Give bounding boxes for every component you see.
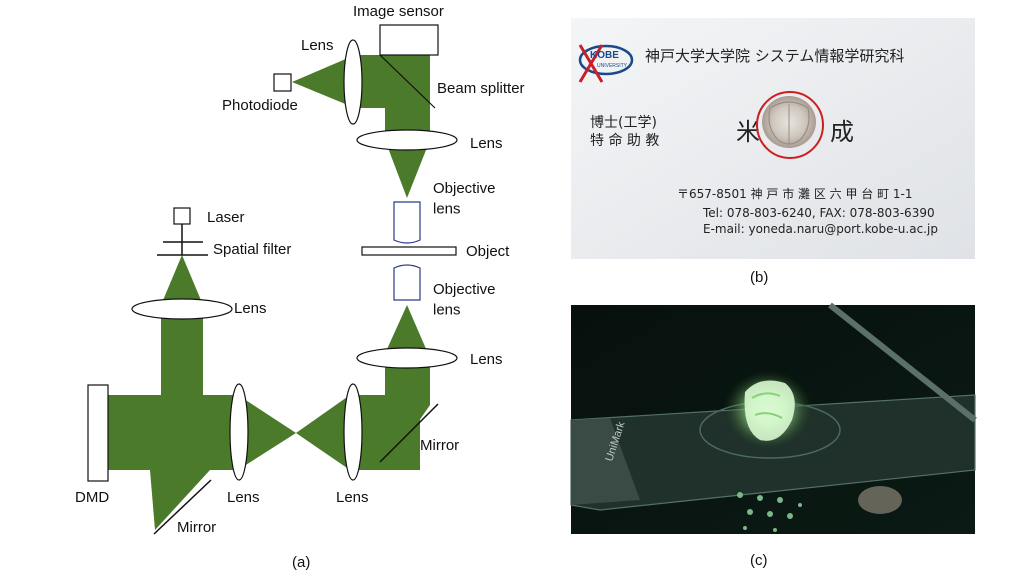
- lens-bottom-1: [229, 383, 249, 481]
- label-lens-top: Lens: [301, 37, 334, 54]
- reflection-spots: [737, 492, 802, 532]
- lens-bottom-2: [343, 383, 363, 481]
- business-card-photo: KOBE UNIVERSITY 神戸大学大学院 システム情報学研究科 博士(工学…: [571, 18, 975, 286]
- photodiode: [273, 73, 292, 92]
- label-photodiode: Photodiode: [222, 97, 298, 114]
- beam-objective-cone-upper: [385, 140, 430, 198]
- label-spatial-filter: Spatial filter: [213, 241, 291, 258]
- logo-subtext: UNIVERSITY: [597, 63, 628, 69]
- label-laser: Laser: [207, 209, 245, 226]
- image-sensor: [379, 24, 439, 56]
- background-object: [858, 486, 902, 514]
- logo-text: KOBE: [590, 50, 619, 61]
- beam-dmd-block: [108, 395, 238, 470]
- beam-laser-cone: [161, 255, 203, 305]
- beam-right-vertical: [385, 358, 430, 470]
- label-beam-splitter: Beam splitter: [437, 80, 525, 97]
- laser: [173, 207, 191, 225]
- beam-photodiode-connector: [355, 55, 385, 108]
- caption-c: (c): [750, 552, 768, 569]
- label-lens-right: Lens: [470, 351, 503, 368]
- card-title-line2: 特 命 助 教: [590, 132, 659, 149]
- mirror-right: [379, 403, 439, 463]
- card-title-line1: 博士(工学): [590, 114, 657, 131]
- label-lens-bottom-1: Lens: [227, 489, 260, 506]
- label-mirror-bottom: Mirror: [177, 519, 216, 536]
- beam-photodiode: [292, 55, 355, 108]
- caption-a: (a): [292, 554, 310, 571]
- caption-b: (b): [750, 269, 768, 286]
- beam-mirror-bottom: [150, 470, 210, 530]
- beam-diverge: [296, 395, 350, 470]
- kobe-logo: KOBE UNIVERSITY: [578, 44, 634, 83]
- slide-label-area: [571, 418, 640, 505]
- label-object: Object: [466, 243, 510, 260]
- beam-top-vertical: [385, 55, 430, 140]
- mirror-bottom: [153, 479, 212, 535]
- card-address: 〒657-8501 神 戸 市 灘 区 六 甲 台 町 1-1: [677, 186, 913, 201]
- beam-paths: [108, 55, 430, 530]
- card-tel-fax: Tel: 078-803-6240, FAX: 078-803-6390: [702, 206, 935, 220]
- beam-converge: [238, 395, 296, 470]
- lens-left: [131, 298, 233, 320]
- lens-mid: [356, 129, 458, 151]
- card-email: E-mail: yoneda.naru@port.kobe-u.ac.jp: [703, 222, 938, 236]
- card-name-first: 米: [736, 118, 760, 146]
- object-slide: [361, 246, 457, 256]
- hologram-photo: UniMark (c): [570, 302, 977, 569]
- card-affiliation: 神戸大学大学院 システム情報学研究科: [645, 47, 904, 65]
- optical-setup-diagram: Image sensor Lens Photodiode Beam splitt…: [75, 3, 525, 571]
- label-dmd: DMD: [75, 489, 109, 506]
- card-name-last: 成: [830, 118, 854, 146]
- beam-objective-cone-lower: [383, 305, 430, 358]
- lens-right: [356, 347, 458, 369]
- label-lens-left: Lens: [234, 300, 267, 317]
- objective-lens-lower: [393, 264, 421, 301]
- support-arm: [828, 302, 977, 423]
- objective-lens-upper: [393, 201, 421, 244]
- label-lens-mid: Lens: [470, 135, 503, 152]
- label-lens-bottom-2: Lens: [336, 489, 369, 506]
- red-circle-marker: [756, 91, 824, 159]
- label-mirror-right: Mirror: [420, 437, 459, 454]
- beam-splitter: [379, 54, 436, 109]
- dmd: [87, 384, 109, 482]
- label-image-sensor: Image sensor: [353, 3, 444, 20]
- lens-top: [343, 39, 363, 125]
